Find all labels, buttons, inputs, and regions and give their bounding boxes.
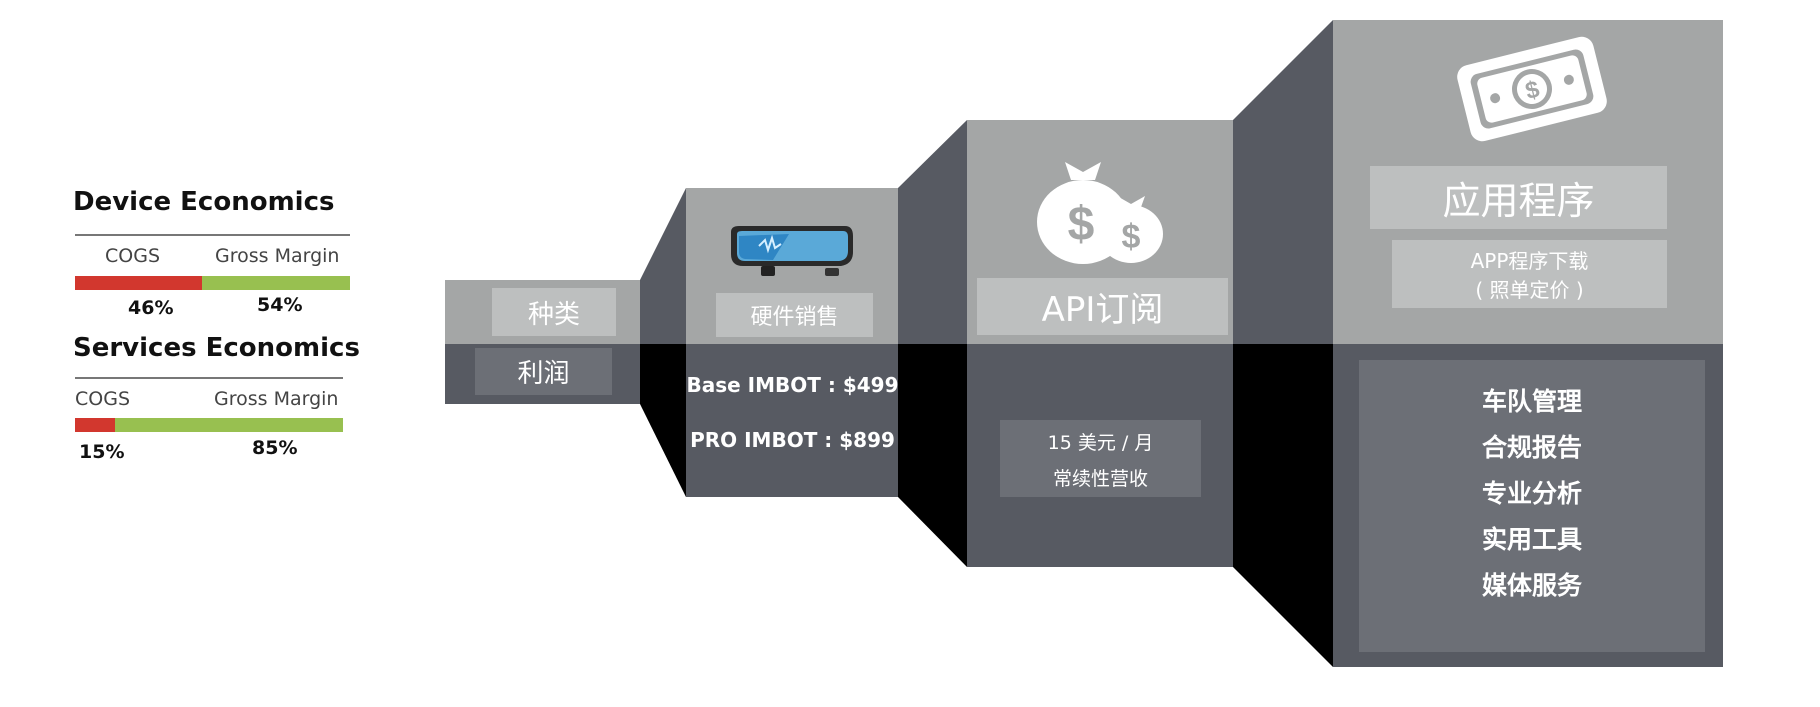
connector-1-bottom: [640, 344, 686, 497]
device-cogs-pct: 46%: [128, 297, 174, 319]
services-cogs-label: COGS: [75, 388, 131, 410]
services-economics-bar: [75, 418, 343, 432]
step-4-services-box: 车队管理 合规报告 专业分析 实用工具 媒体服务: [1359, 360, 1705, 652]
services-margin-label: Gross Margin: [214, 388, 339, 410]
step-3-label: API订阅: [977, 278, 1228, 335]
device-economics-bar: [75, 276, 350, 290]
step-4-sub-box: APP程序下载 ( 照单定价 ): [1392, 240, 1667, 308]
step-3-price: 15 美元 / 月: [1047, 431, 1154, 454]
step-1-profit-label: 利润: [475, 348, 612, 395]
service-item: 实用工具: [1481, 525, 1582, 554]
connector-2-bottom: [898, 344, 967, 567]
money-bags-icon: $ $: [1037, 162, 1163, 264]
device-cogs-label: COGS: [105, 245, 161, 267]
step-4-label: 应用程序: [1370, 166, 1667, 229]
service-item: 车队管理: [1481, 387, 1582, 416]
device-economics-divider: [75, 234, 350, 236]
services-margin-bar: [115, 418, 343, 432]
service-item: 媒体服务: [1481, 571, 1582, 600]
svg-text:$: $: [1122, 218, 1141, 256]
step-1-category-label: 种类: [492, 288, 616, 336]
step-3-price-box: 15 美元 / 月 常续性营收: [1000, 420, 1201, 497]
device-margin-pct: 54%: [257, 294, 303, 316]
step-3-note: 常续性营收: [1052, 467, 1148, 490]
device-margin-label: Gross Margin: [215, 245, 340, 267]
device-margin-bar: [202, 276, 350, 290]
services-economics-divider: [75, 377, 343, 379]
connector-3-top: [1233, 20, 1333, 344]
step-2-bottom: [686, 344, 898, 497]
dash-camera-mirror-icon: [731, 226, 853, 276]
services-cogs-bar: [75, 418, 115, 432]
connector-2-top: [898, 120, 967, 344]
device-cogs-bar: [75, 276, 202, 290]
services-cogs-pct: 15%: [79, 441, 125, 463]
services-economics-title: Services Economics: [73, 333, 360, 363]
step-2-line-1: Base IMBOT : $499: [686, 373, 899, 397]
service-item: 专业分析: [1481, 479, 1582, 508]
banknote-icon: $: [1457, 36, 1607, 142]
svg-text:$: $: [1068, 198, 1095, 251]
step-2-label: 硬件销售: [716, 293, 873, 337]
step-4-sub-line-2: ( 照单定价 ): [1475, 277, 1584, 302]
service-item: 合规报告: [1481, 433, 1582, 462]
step-4-sub-line-1: APP程序下载: [1470, 248, 1589, 273]
services-margin-pct: 85%: [252, 437, 298, 459]
connector-3-bottom: [1233, 344, 1333, 667]
step-2-line-2: PRO IMBOT : $899: [690, 428, 895, 452]
connector-1-top: [640, 188, 686, 344]
device-economics-title: Device Economics: [73, 187, 335, 217]
